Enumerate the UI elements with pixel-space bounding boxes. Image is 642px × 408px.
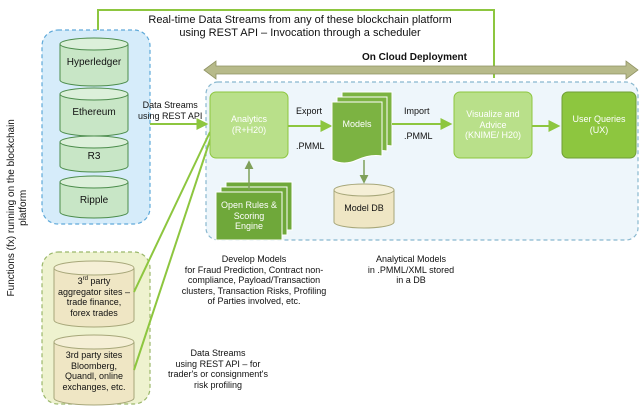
export-label: Export [296,106,323,116]
aggregator-line1: 3rd party [77,276,111,286]
sites-line2: Bloomberg, [70,360,118,371]
aggregator-line2: aggregator sites – [57,286,131,297]
open-rules-line2: Scoring [233,210,265,221]
develop-models-line5: of Parties involved, etc. [207,296,301,307]
analytical-models-line2: in .PMML/XML stored [367,264,455,275]
cloud-deployment-label: On Cloud Deployment [362,52,467,63]
user-queries-label: User Queries (UX) [562,92,636,158]
analytics-label: Analytics (R+H20) [210,92,288,158]
open-rules-node [215,181,293,241]
model-db-cylinder [333,183,395,229]
data-streams-bottom-line4: risk profiling [193,379,242,390]
models-label: Models [342,118,372,129]
r3-label: R3 [87,151,101,162]
hyperledger-cylinder [59,37,129,87]
models-node [331,91,393,164]
ripple-cylinder [59,175,129,219]
visualize-line3: (KNIME/ H20) [464,130,521,141]
data-streams-bottom-line2: using REST API – for [175,358,261,369]
data-streams-top-label: Data Streams using REST API [138,100,202,121]
aggregator-sites-cylinder [53,260,135,328]
aggregator-stream-line [133,131,211,293]
analytics-line2: (R+H20) [231,125,267,135]
analytical-models-text: Analytical Models in .PMML/XML stored in… [346,254,476,286]
data-streams-bottom-label: Data Streams using REST API – for trader… [156,348,280,390]
data-streams-bottom-line1: Data Streams [190,348,246,358]
open-rules-label: Open Rules & Scoring Engine [216,192,282,240]
analytics-line1: Analytics [230,114,267,125]
side-label: Functions (fx) running on the blockchain… [6,88,30,328]
user-queries-node [561,91,637,159]
aggregator-label: 3rd party aggregator sites – trade finan… [52,276,136,318]
pmml-left-label: .PMML [296,141,325,151]
sites-line4: exchanges, etc. [62,381,126,392]
side-label-line1: Functions (fx) running on the blockchain [6,119,18,297]
ripple-label: Ripple [79,195,109,206]
side-label-line2: platform [18,189,29,226]
develop-models-line2: for Fraud Prediction, Contract non- [184,264,324,275]
import-label: Import [404,106,430,116]
analytical-models-line3: in a DB [396,275,426,286]
top-note-line2: using REST API – Invocation through a sc… [179,26,421,39]
visualize-line2: Advice [479,119,507,130]
top-feedback-line [97,9,495,78]
develop-models-line4: clusters, Transaction Risks, Profiling [181,285,327,296]
develop-models-line1: Develop Models [221,254,287,264]
data-streams-bottom-line3: trader's or consignment's [168,369,268,380]
user-queries-line2: (UX) [589,125,609,135]
model-db-label: Model DB [344,203,384,213]
third-party-sites-label: 3rd party sites Bloomberg, Quandl, onlin… [52,350,136,392]
hyperledger-label: Hyperledger [66,57,122,68]
data-streams-top-line2: using REST API [138,110,203,121]
develop-models-line3: compliance, Payload/Transaction [187,275,321,286]
user-queries-line1: User Queries [572,114,626,125]
ethereum-label: Ethereum [72,107,116,118]
third-party-stream-line [133,133,213,371]
aggregator-line4: forex trades [70,307,118,318]
data-streams-top-line1: Data Streams [142,100,198,110]
pmml-right-label: .PMML [404,131,433,141]
aggregator-line3: trade finance, [66,297,122,308]
sites-line1: 3rd party sites [65,350,123,360]
top-note: Real-time Data Streams from any of these… [110,14,490,40]
cloud-deployment-arrow [203,60,639,80]
third-party-sites-cylinder [53,334,135,406]
visualize-label: Visualize and Advice (KNIME/ H20) [454,92,532,158]
analytical-models-line1: Analytical Models [375,254,447,264]
r3-cylinder [59,135,129,173]
open-rules-line3: Engine [234,221,264,232]
top-note-line1: Real-time Data Streams from any of these… [148,14,452,26]
develop-models-text: Develop Models for Fraud Prediction, Con… [166,254,342,307]
sites-line3: Quandl, online [64,371,124,382]
open-rules-line1: Open Rules & [220,199,278,210]
visualize-line1: Visualize and [466,108,520,119]
